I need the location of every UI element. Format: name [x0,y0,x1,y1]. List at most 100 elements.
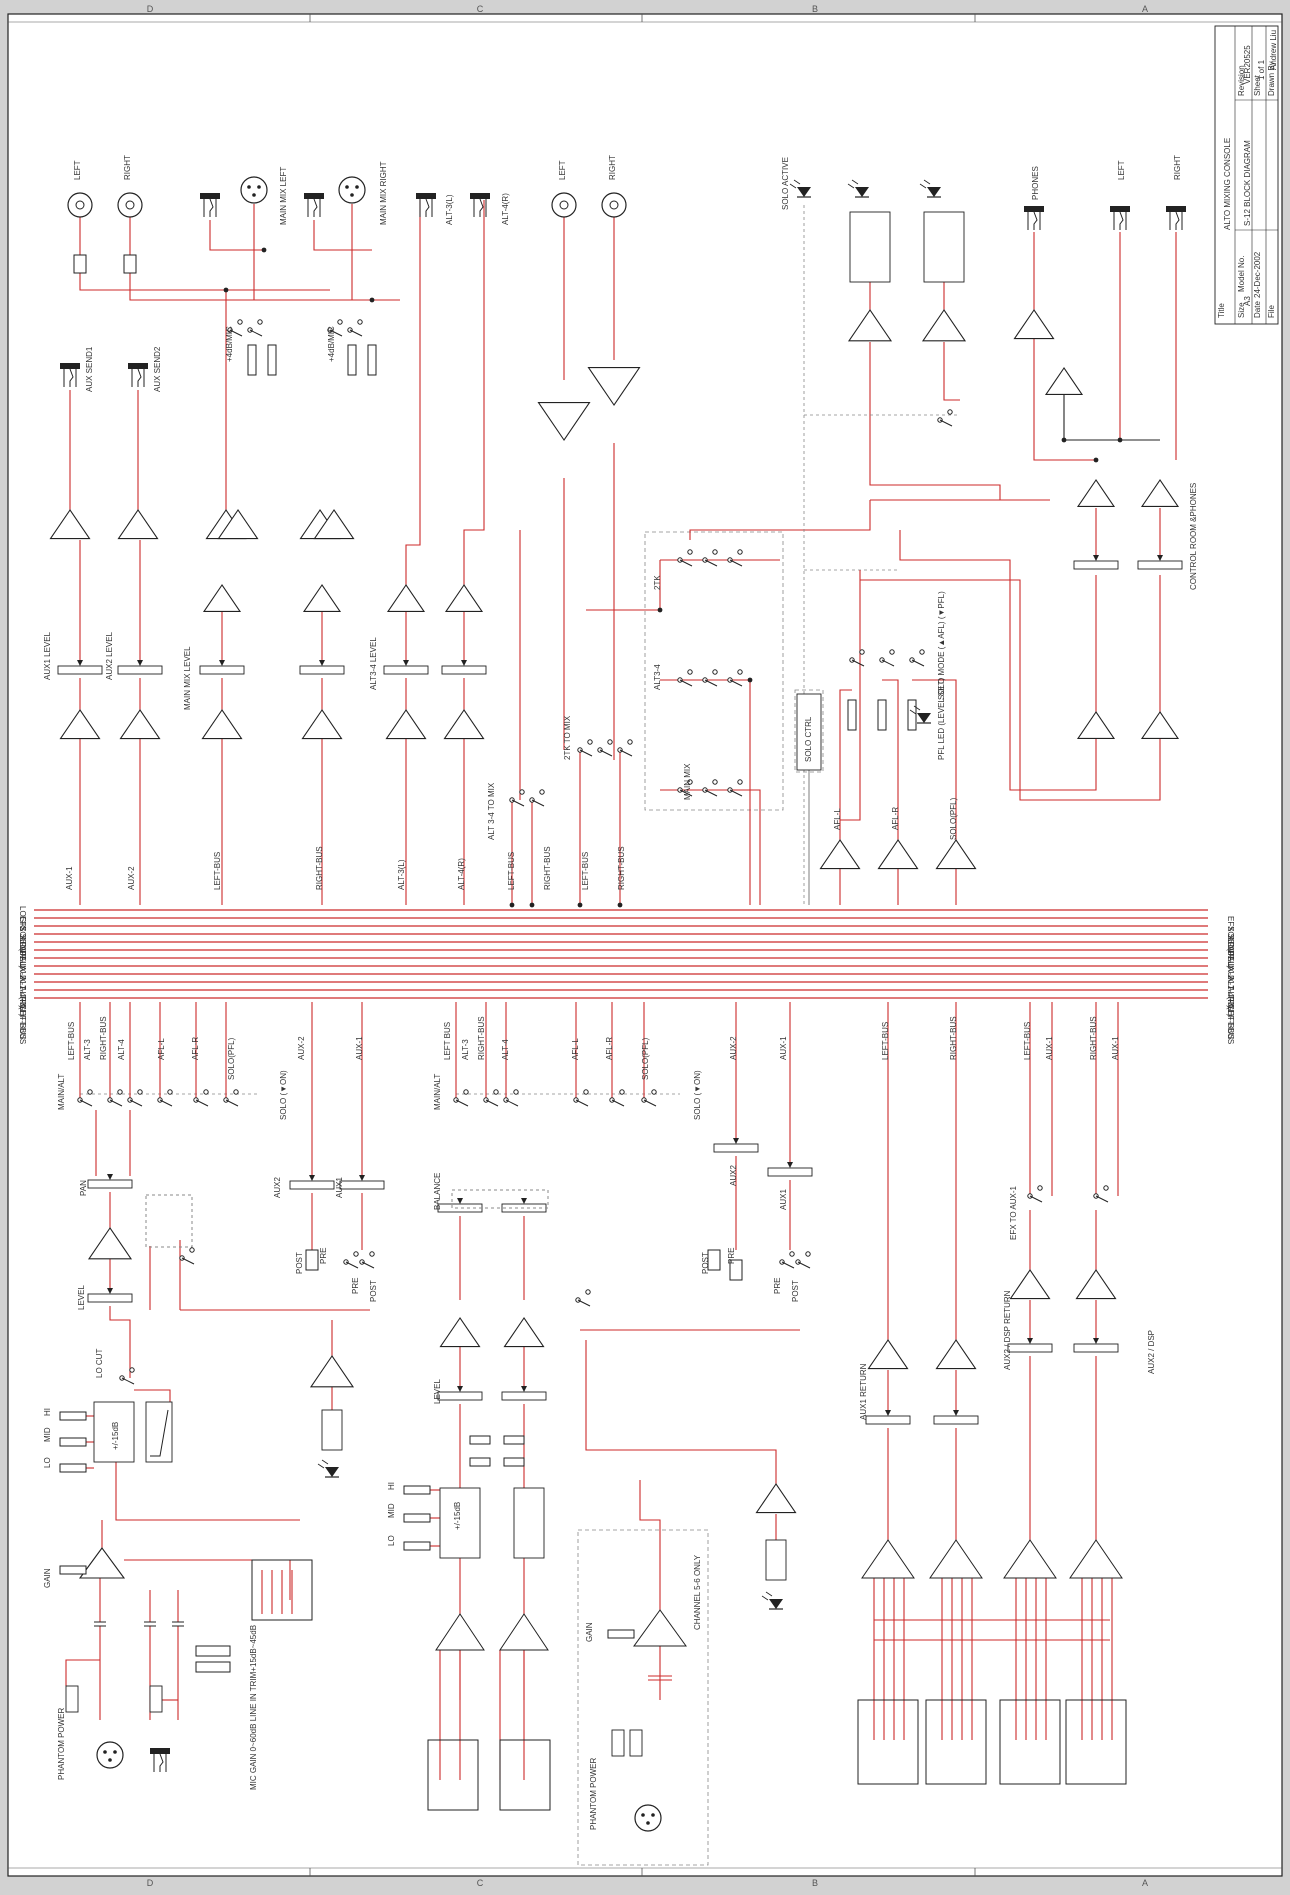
switch-contact [513,1089,519,1095]
signal-wire [869,342,1001,500]
amplifier-triangle [1075,1269,1117,1300]
label-cr-left: LEFT [1117,160,1126,180]
bus-label-afl-l: AFL-L [18,946,27,968]
amplifier-triangle [1076,479,1116,507]
amplifier-triangle [385,709,427,740]
trs-jack-body [1166,206,1186,212]
switch-lever [575,1099,589,1107]
led-ray [793,179,801,185]
amplifier-triangle [877,839,919,870]
revision-label: Revision [1237,65,1246,96]
input-buffer-triangle [861,1539,915,1579]
switch-contact [167,1089,173,1095]
label-lo-cut: LO CUT [95,1349,104,1378]
fader-potentiometer [383,665,429,675]
jack-box [499,1739,551,1811]
fader-wiper [733,1138,739,1144]
preamp-triangle [633,1609,687,1647]
switch-lever [679,679,693,687]
date-label: Date [1253,301,1262,318]
amplifier-triangle [819,839,861,870]
bus-label-r-efx-send: EFX SEND [1226,916,1235,956]
xlr-connector [634,1804,662,1832]
switch-contact [712,779,718,785]
amplifier-triangle [503,1317,545,1348]
label-ch2-right-bus: RIGHT-BUS [477,1016,486,1060]
led-diode [769,1599,783,1609]
led-ray [851,179,859,185]
bus-label-r-alt4: ALT-4(R) [1226,976,1235,1008]
label-control-room: CONTROL ROOM &PHONES [1189,483,1198,590]
trs-jack-body [416,193,436,199]
resistor [305,1249,319,1271]
component-box [629,1729,643,1757]
fader-wiper [953,1410,959,1416]
switch-lever [505,1099,519,1107]
zone-bottom-b: B [812,1878,818,1888]
switch-lever [329,329,343,337]
led-diode [917,713,931,723]
label-eq-db-2: +/-15dB [453,1502,462,1530]
label-eq-hi-2: HI [387,1482,396,1490]
label-ch1-alt3: ALT-3 [83,1039,92,1060]
label-aux2-b: AUX2 [729,1165,738,1186]
label-solo-mode: SOLO MODE (▲AFL) (▼PFL) [937,591,946,700]
amplifier-triangle [117,509,159,540]
switch-lever [619,749,633,757]
fader-wiper [359,1175,365,1181]
junction-dot [509,902,515,908]
amplifier-triangle [59,709,101,740]
label-aux2-a: AUX2 [273,1177,282,1198]
label-main-alt-1: MAIN/ALT [57,1074,66,1110]
label-phantom-2: PHANTOM POWER [589,1757,598,1830]
fader-potentiometer [501,1391,547,1401]
label-aux1-return: AUX1 RETURN [859,1363,868,1420]
amplifier-triangle [119,709,161,740]
signal-wire [639,1480,661,1610]
jack-box [427,1739,479,1811]
fader-wiper [1027,1338,1033,1344]
switch-lever [79,1099,93,1107]
sheet-value: 1 of 1 [1257,59,1266,80]
zone-top-d: D [147,4,154,14]
trs-jack-contacts [131,368,145,387]
signal-wire [882,679,899,840]
resistor [907,699,917,731]
fader-potentiometer [1073,560,1119,570]
switch-lever [577,1299,591,1307]
xlr-connector [338,176,366,204]
trs-jack-body [470,193,490,199]
switch-lever [643,1099,657,1107]
label-post-a: POST [295,1252,304,1274]
component-box [923,211,965,283]
bus-label-solo-pfl: SOLO(PFL) [18,926,27,969]
switch-contact [237,319,243,325]
resistor [195,1661,231,1673]
trs-jack-contacts [1169,211,1183,230]
trs-jack-body [60,363,80,369]
label-right-bus-up-b: RIGHT-BUS [543,846,552,890]
fader-wiper [787,1162,793,1168]
signal-wire [109,1306,131,1360]
switch-lever [729,559,743,567]
switch-lever [129,1099,143,1107]
trs-jack-contacts [203,198,217,217]
led-ray [789,183,797,189]
switch-contact [1037,1185,1043,1191]
gain-potentiometer [607,1629,635,1639]
label-post-c: POST [701,1252,710,1274]
bus-label-r-afl-l: AFL-L [1226,946,1235,968]
switch-contact [539,789,545,795]
title-label: Title [1217,303,1226,318]
fader-wiper [319,660,325,666]
switch-contact [889,649,895,655]
amplifier-triangle [1140,711,1180,739]
label-sw-main-mix: MAIN MIX [683,763,692,800]
input-buffer-triangle [929,1539,983,1579]
label-eq-mid-1: MID [43,1427,52,1442]
fader-potentiometer [57,665,103,675]
xlr-pin [108,1758,112,1762]
input-buffer-triangle [1003,1539,1057,1579]
label-alt4-bus-up: ALT-4(R) [457,858,466,890]
